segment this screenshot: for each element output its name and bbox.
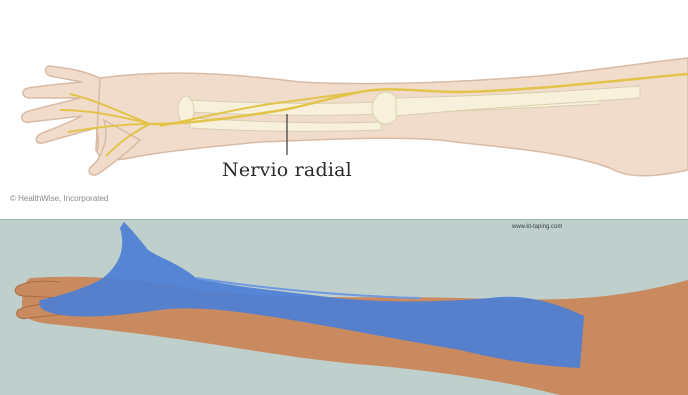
- photo-watermark: www.kt-taping.com: [512, 224, 562, 230]
- radial-nerve-illustration: Nervio radial © HealthWise, Incorporated: [0, 0, 688, 220]
- arm-anatomy-drawing: [0, 0, 688, 220]
- taping-photo: www.kt-taping.com: [0, 220, 688, 395]
- taped-arm-drawing: [0, 220, 688, 395]
- nerve-label: Nervio radial: [222, 159, 352, 181]
- copyright-notice: © HealthWise, Incorporated: [10, 194, 108, 203]
- hand-skin: [22, 66, 100, 151]
